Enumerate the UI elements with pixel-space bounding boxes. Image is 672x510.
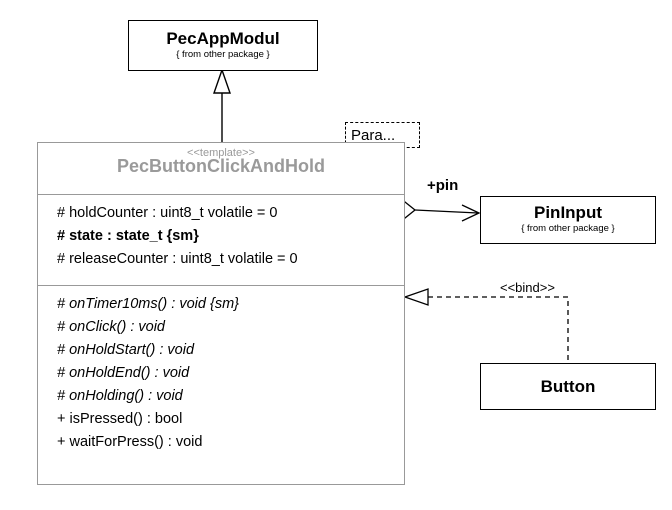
attribute-row: # releaseCounter : uint8_t volatile = 0 [57,251,298,267]
operation-row: # onTimer10ms() : void {sm} [57,296,239,312]
class-package-note-pininput: { from other package } [521,223,615,234]
class-header-compartment: <<template>> PecButtonClickAndHold [38,143,404,195]
bind-connector [403,288,569,363]
class-stereotype-template: <<template>> [187,147,255,159]
operation-row: # onHoldEnd() : void [57,365,190,381]
class-name-pecbuttonclickandhold: PecButtonClickAndHold [116,156,325,176]
operation-row: # onHoldStart() : void [57,342,195,358]
operation-row: # onClick() : void [57,319,165,335]
attribute-row: # holdCounter : uint8_t volatile = 0 [57,205,278,221]
operation-row: # onHolding() : void [57,388,183,404]
generalization-connector [213,67,231,142]
aggregation-connector [393,201,481,222]
operation-row: + isPressed() : bool [57,411,183,427]
class-box-button[interactable]: Button [480,363,656,410]
class-name-pecappmodul: PecAppModul [166,29,280,48]
template-parameter-label: Para... [351,126,396,144]
attributes-compartment: # holdCounter : uint8_t volatile = 0 # s… [38,195,404,286]
association-end-label-pin: +pin [427,177,459,194]
attribute-row: # state : state_t {sm} [57,228,199,244]
class-name-button: Button [540,376,596,396]
class-box-pecbuttonclickandhold[interactable]: <<template>> PecButtonClickAndHold # hol… [37,142,405,485]
class-name-pininput: PinInput [534,203,602,222]
class-box-pecappmodul[interactable]: PecAppModul { from other package } [128,20,318,71]
class-package-note-pecappmodul: { from other package } [176,49,270,60]
operations-compartment: # onTimer10ms() : void {sm} # onClick() … [38,286,404,454]
class-box-pininput[interactable]: PinInput { from other package } [480,196,656,244]
dependency-label-bind: <<bind>> [500,280,555,295]
operation-row: + waitForPress() : void [57,434,203,450]
